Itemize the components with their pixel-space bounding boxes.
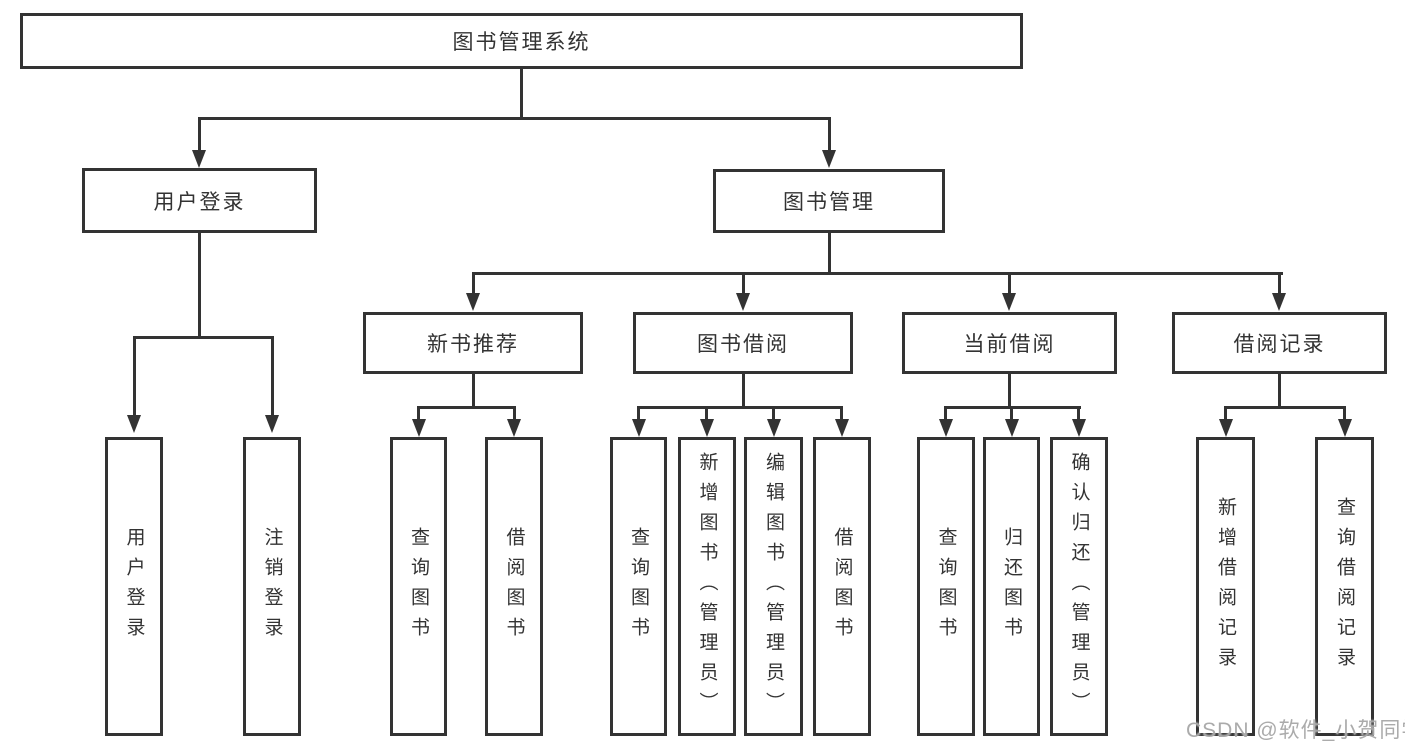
leaf-cb-return-books: 归还图书: [983, 437, 1040, 736]
node-borrow-records: 借阅记录: [1172, 312, 1387, 374]
arrow-down-icon: [1219, 419, 1233, 437]
connector-bb-branch: [637, 406, 843, 409]
connector-level3-branch: [472, 272, 1283, 275]
connector-stem: [1010, 406, 1013, 419]
connector-user-login-branch: [133, 336, 274, 339]
leaf-cb-query-books: 查询图书: [917, 437, 975, 736]
leaf-br-add-record: 新增借阅记录: [1196, 437, 1255, 736]
connector-stem: [742, 272, 745, 293]
arrow-down-icon: [412, 419, 426, 437]
connector-root-stem: [520, 69, 523, 119]
arrow-down-icon: [1272, 293, 1286, 311]
leaf-rec-borrow-books: 借阅图书: [485, 437, 543, 736]
connector-stem: [472, 272, 475, 293]
arrow-down-icon: [1002, 293, 1016, 311]
arrow-down-icon: [1072, 419, 1086, 437]
arrow-down-icon: [736, 293, 750, 311]
arrow-down-icon: [822, 150, 836, 168]
arrow-down-icon: [265, 415, 279, 433]
arrow-down-icon: [507, 419, 521, 437]
arrow-down-icon: [1005, 419, 1019, 437]
leaf-bb-borrow-books: 借阅图书: [813, 437, 871, 736]
connector-stem: [1224, 406, 1227, 419]
connector-stem: [1008, 374, 1011, 408]
connector-level2-branch: [198, 117, 831, 120]
connector-stem: [1343, 406, 1346, 419]
connector-stem: [1278, 374, 1281, 408]
leaf-rec-query-books: 查询图书: [390, 437, 447, 736]
connector-user-login-stem: [198, 233, 201, 339]
connector-stem: [840, 406, 843, 419]
connector-stem: [637, 406, 640, 419]
leaf-cb-confirm-return-admin: 确认归还（管理员）: [1050, 437, 1108, 736]
connector-stem: [417, 406, 420, 419]
connector-stem: [271, 336, 274, 415]
connector-br-branch: [1224, 406, 1346, 409]
csdn-watermark: CSDN @软件_小贺同学: [1186, 719, 1405, 742]
leaf-logout-login: 注销登录: [243, 437, 301, 736]
arrow-down-icon: [466, 293, 480, 311]
connector-stem: [472, 374, 475, 408]
arrow-down-icon: [939, 419, 953, 437]
node-root-system: 图书管理系统: [20, 13, 1023, 69]
connector-stem: [705, 406, 708, 419]
node-current-borrow: 当前借阅: [902, 312, 1117, 374]
leaf-br-query-record: 查询借阅记录: [1315, 437, 1374, 736]
connector-stem: [772, 406, 775, 419]
leaf-bb-add-books-admin: 新增图书（管理员）: [678, 437, 736, 736]
connector-stem: [513, 406, 516, 419]
arrow-down-icon: [700, 419, 714, 437]
connector-stem: [828, 117, 831, 150]
arrow-down-icon: [127, 415, 141, 433]
leaf-bb-edit-books-admin: 编辑图书（管理员）: [744, 437, 803, 736]
node-book-borrow: 图书借阅: [633, 312, 853, 374]
connector-stem: [1008, 272, 1011, 293]
arrow-down-icon: [192, 150, 206, 168]
connector-stem: [742, 374, 745, 408]
connector-stem: [198, 117, 201, 150]
connector-stem: [1077, 406, 1080, 419]
node-new-book-recommend: 新书推荐: [363, 312, 583, 374]
connector-stem: [944, 406, 947, 419]
connector-book-mgmt-stem: [828, 233, 831, 275]
arrow-down-icon: [767, 419, 781, 437]
connector-stem: [133, 336, 136, 415]
arrow-down-icon: [632, 419, 646, 437]
node-user-login: 用户登录: [82, 168, 317, 233]
leaf-bb-query-books: 查询图书: [610, 437, 667, 736]
arrow-down-icon: [1338, 419, 1352, 437]
connector-rec-branch: [417, 406, 516, 409]
arrow-down-icon: [835, 419, 849, 437]
connector-stem: [1278, 272, 1281, 293]
node-book-management: 图书管理: [713, 169, 945, 233]
leaf-user-login: 用户登录: [105, 437, 163, 736]
